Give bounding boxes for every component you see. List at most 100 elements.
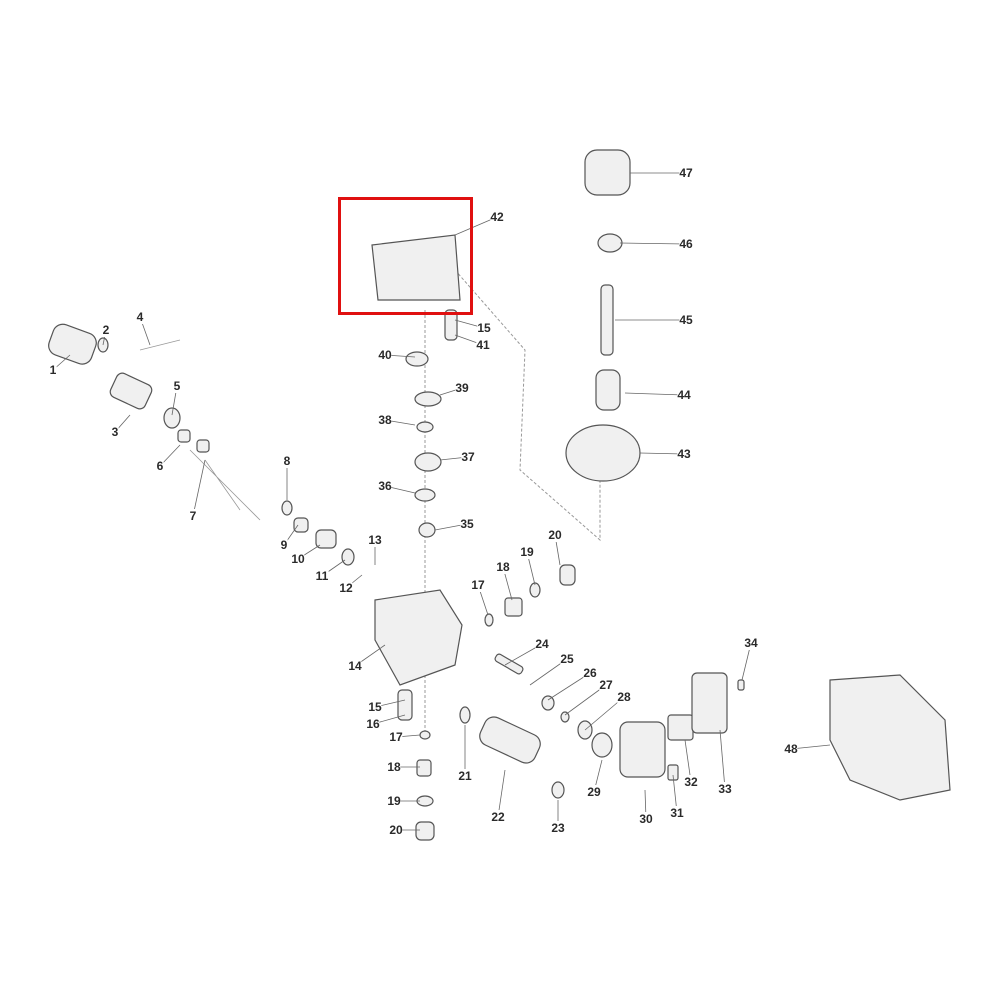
callout-label: 16 (366, 717, 380, 731)
callout-label: 34 (744, 636, 758, 650)
callout-label: 9 (280, 538, 288, 552)
callout-label: 41 (476, 338, 490, 352)
callout-label: 47 (679, 166, 693, 180)
callout-label: 19 (387, 794, 401, 808)
part-shape (315, 529, 337, 549)
part-shape (541, 695, 555, 711)
part-shape (459, 706, 471, 724)
callout-label: 12 (339, 581, 353, 595)
part-shape (565, 424, 641, 482)
callout-label: 35 (460, 517, 474, 531)
callout-label: 30 (639, 812, 653, 826)
callout-label: 15 (477, 321, 491, 335)
callout-label: 17 (471, 578, 485, 592)
part-shape (414, 452, 442, 472)
callout-label: 2 (102, 323, 110, 337)
part-shape (444, 309, 458, 341)
part-shape (529, 582, 541, 598)
highlight-box-part-42[interactable] (338, 197, 473, 315)
part-shape (419, 730, 431, 740)
callout-label: 46 (679, 237, 693, 251)
callout-label: 17 (389, 730, 403, 744)
leader-line (547, 672, 591, 701)
callout-label: 44 (677, 388, 691, 402)
callout-label: 13 (368, 533, 382, 547)
part-shape (415, 821, 435, 841)
callout-label: 37 (461, 450, 475, 464)
part-shape (479, 716, 541, 764)
part-shape (293, 517, 309, 533)
part-shape (109, 372, 153, 410)
part-shape (667, 764, 679, 781)
callout-label: 36 (378, 479, 392, 493)
part-shape (667, 714, 694, 741)
callout-label: 8 (283, 454, 291, 468)
part-shape (494, 653, 524, 675)
part-shape (341, 548, 355, 566)
callout-label: 4 (136, 310, 144, 324)
part-shape (737, 679, 745, 691)
leader-line (619, 242, 687, 245)
leader-line (497, 769, 506, 818)
callout-label: 45 (679, 313, 693, 327)
callout-label: 7 (189, 509, 197, 523)
part-shape (418, 522, 436, 538)
part-shape (619, 721, 666, 778)
part-shape (584, 149, 631, 196)
part-shape (551, 781, 565, 799)
leader-line (719, 729, 726, 790)
part-shape (416, 421, 434, 433)
callout-label: 20 (548, 528, 562, 542)
part-shape (595, 369, 621, 411)
callout-label: 33 (718, 782, 732, 796)
callout-label: 5 (173, 379, 181, 393)
callout-label: 24 (535, 637, 549, 651)
part-shape (591, 732, 613, 758)
part-shape (48, 323, 97, 365)
part-shape (371, 234, 461, 301)
callout-label: 1 (49, 363, 57, 377)
callout-label: 31 (670, 806, 684, 820)
callout-label: 19 (520, 545, 534, 559)
part-shape (597, 233, 623, 253)
part-shape (559, 564, 576, 586)
part-shape (416, 759, 432, 777)
part-shape (281, 500, 293, 516)
callout-label: 28 (617, 690, 631, 704)
callout-label: 29 (587, 785, 601, 799)
assembly-line (139, 339, 261, 521)
part-shape (196, 439, 210, 453)
callout-label: 20 (389, 823, 403, 837)
part-shape (504, 597, 523, 617)
part-shape (177, 429, 191, 443)
callout-label: 22 (491, 810, 505, 824)
assembly-line (454, 269, 601, 542)
leader-line (454, 216, 498, 236)
part-shape (397, 689, 413, 721)
callout-label: 26 (583, 666, 597, 680)
part-shape (414, 488, 436, 502)
callout-label: 43 (677, 447, 691, 461)
leader-line (192, 459, 206, 517)
callout-label: 23 (551, 821, 565, 835)
callout-label: 3 (111, 425, 119, 439)
leader-line (624, 392, 685, 396)
part-shape (414, 391, 442, 407)
callout-label: 27 (599, 678, 613, 692)
callout-label: 18 (496, 560, 510, 574)
part-shape (600, 284, 614, 356)
part-shape (691, 672, 728, 734)
callout-label: 38 (378, 413, 392, 427)
part-shape (163, 407, 181, 429)
callout-label: 18 (387, 760, 401, 774)
part-shape (484, 613, 494, 627)
callout-label: 11 (315, 569, 329, 583)
part-shape (829, 674, 951, 801)
part-shape (405, 351, 429, 367)
leader-line (564, 684, 607, 716)
part-shape (374, 589, 463, 686)
callout-label: 15 (368, 700, 382, 714)
leader-line (639, 452, 685, 455)
part-shape (560, 711, 570, 723)
